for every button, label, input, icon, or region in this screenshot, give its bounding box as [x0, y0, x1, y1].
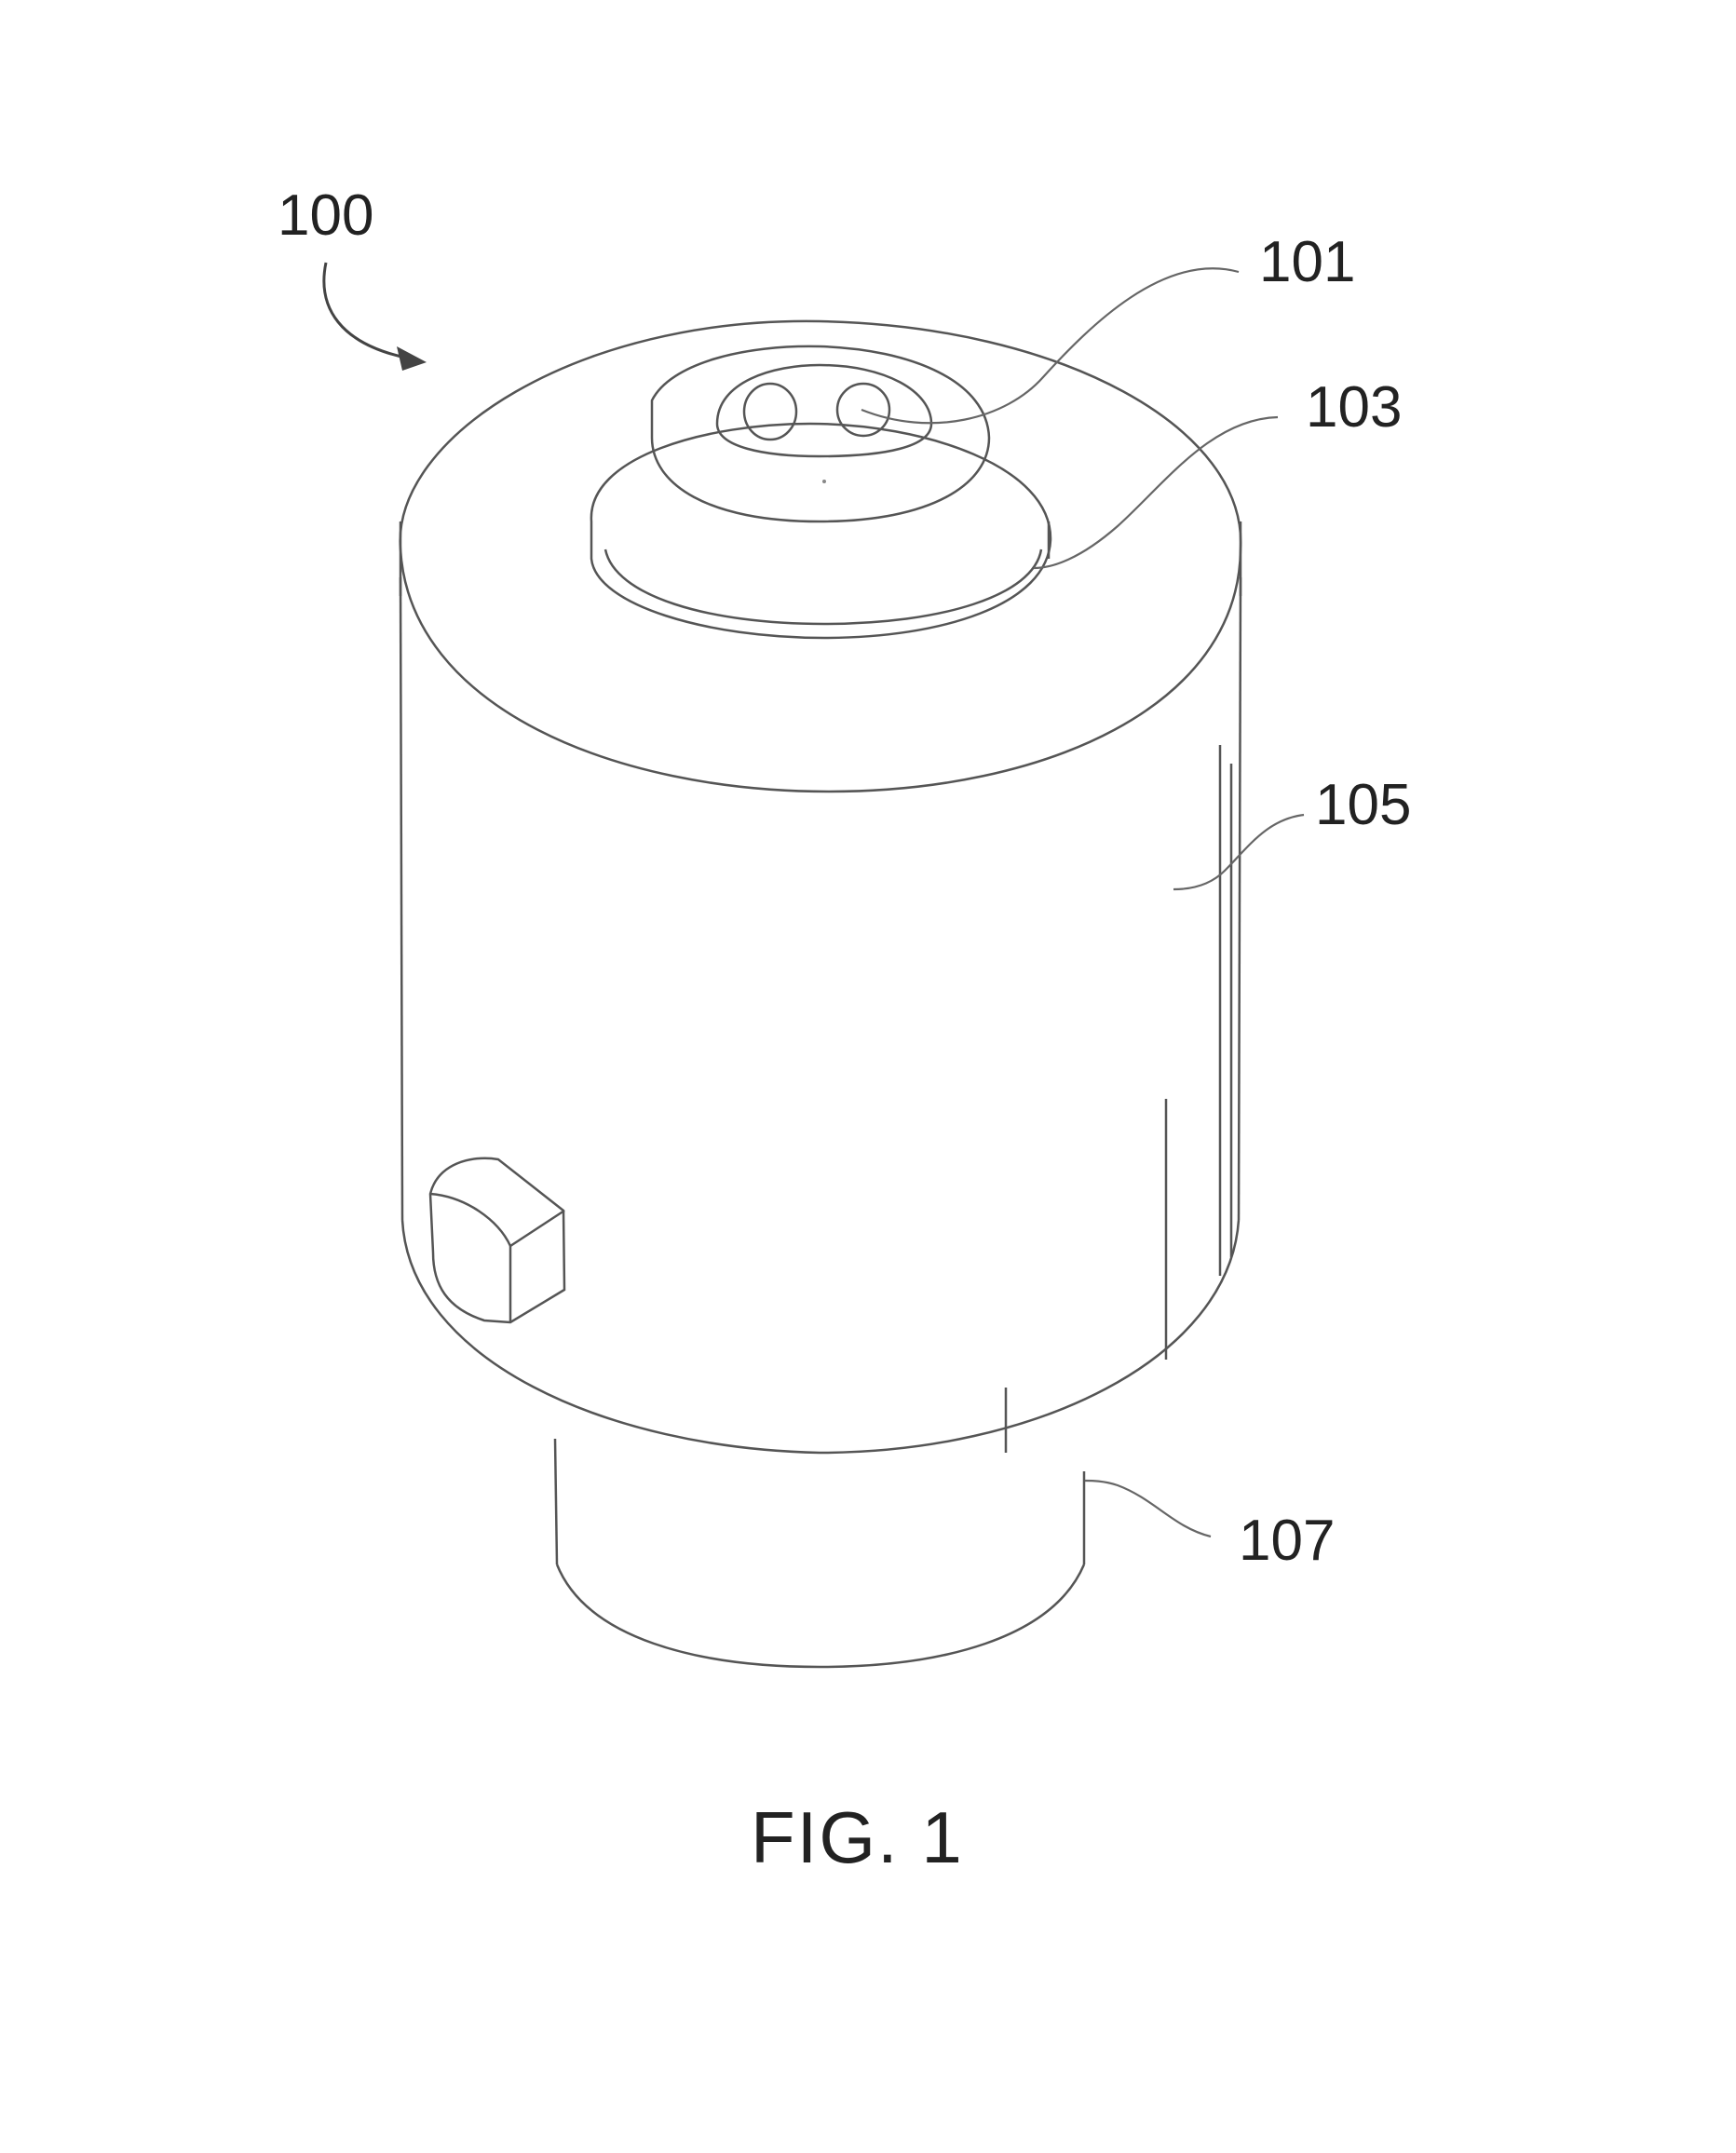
- arrow-100-head: [397, 346, 427, 371]
- contact-right: [835, 382, 891, 438]
- figure-caption: FIG. 1: [751, 1796, 964, 1878]
- leader-105: [1173, 813, 1305, 891]
- label-100: 100: [278, 183, 373, 248]
- side-button: [428, 1157, 566, 1324]
- leader-103: [1033, 415, 1279, 570]
- contact-left: [742, 382, 798, 441]
- label-101: 101: [1259, 230, 1355, 294]
- base: [553, 1438, 1086, 1669]
- body: [399, 576, 1242, 1455]
- leader-107: [1084, 1479, 1212, 1538]
- arrow-100-shaft: [322, 262, 411, 360]
- label-103: 103: [1306, 375, 1402, 440]
- top-cap: [399, 319, 1242, 793]
- label-105: 105: [1315, 773, 1411, 837]
- leader-101: [861, 267, 1240, 425]
- label-107: 107: [1239, 1509, 1335, 1573]
- top-dome: [590, 345, 1052, 640]
